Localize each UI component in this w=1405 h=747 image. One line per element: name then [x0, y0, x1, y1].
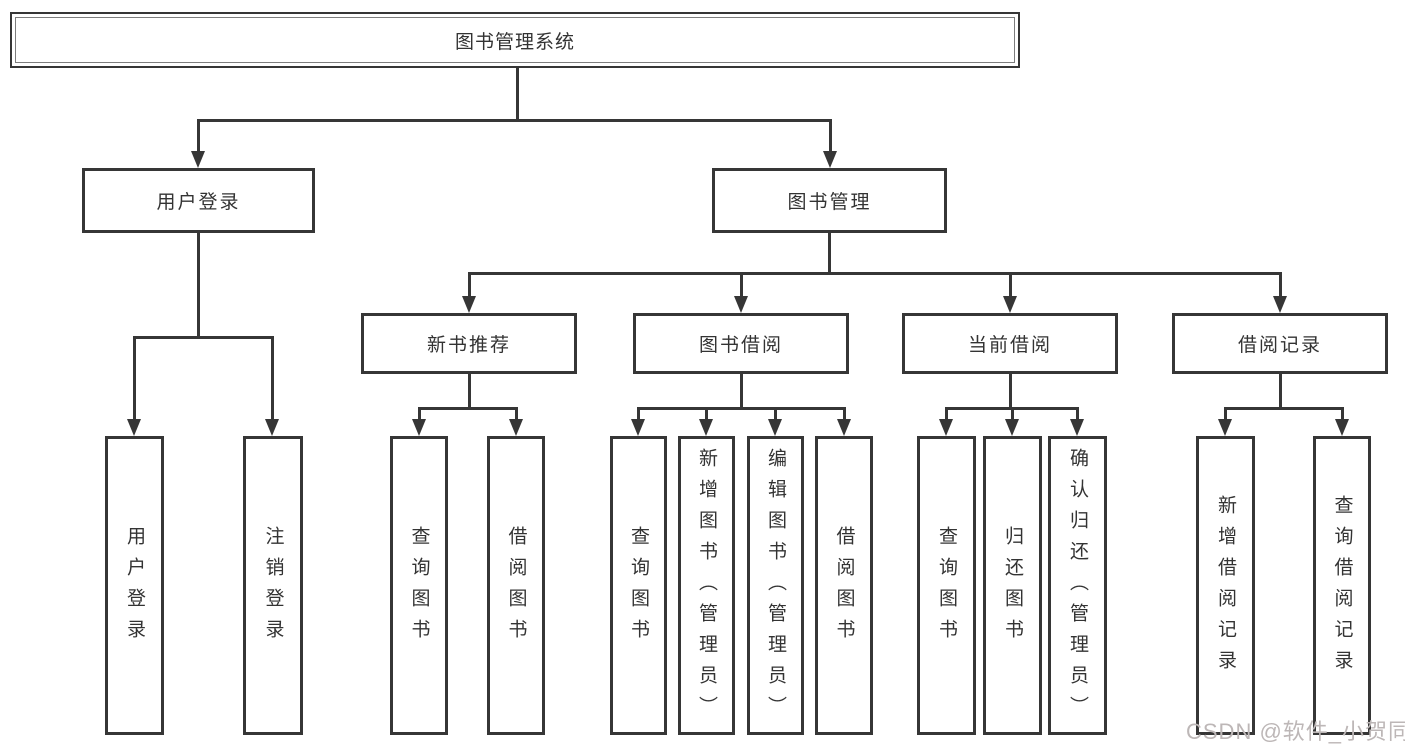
csdn-watermark: CSDN @软件_小贺同学: [1186, 719, 1405, 744]
arrow-down-icon: [631, 419, 645, 436]
node-label: 图书管理系统: [454, 31, 575, 53]
arrow-down-icon: [837, 419, 851, 436]
connector-drop: [1011, 407, 1014, 421]
arrow-down-icon: [1273, 296, 1287, 313]
arrow-down-icon: [1218, 419, 1232, 436]
arrow-down-icon: [823, 151, 837, 168]
connector-root-rail: [197, 119, 831, 122]
arrow-down-icon: [265, 419, 279, 436]
connector-drop: [418, 407, 421, 421]
arrow-down-icon: [734, 296, 748, 313]
connector-drop-leaf-user-login: [133, 336, 136, 420]
node-label: 借阅记录: [1237, 335, 1322, 356]
node-new-book-recommend: 新书推荐: [361, 313, 577, 374]
node-label: 图书借阅: [698, 335, 783, 356]
node-label: 用户登录: [156, 192, 241, 213]
arrow-down-icon: [939, 419, 953, 436]
arrow-down-icon: [191, 151, 205, 168]
connector-root-stem: [516, 68, 519, 121]
leaf-query-book-1: 查询图书: [390, 436, 448, 735]
leaf-return-book: 归还图书: [983, 436, 1042, 735]
leaf-user-login: 用户登录: [105, 436, 164, 735]
arrow-down-icon: [412, 419, 426, 436]
leaf-edit-book-admin: 编辑图书（管理员）: [747, 436, 804, 735]
connector-drop: [774, 407, 777, 421]
connector-drop: [1341, 407, 1344, 421]
node-current-borrow: 当前借阅: [902, 313, 1118, 374]
connector-book-mgmt-stem: [828, 233, 831, 273]
node-user-login-branch: 用户登录: [82, 168, 315, 233]
node-label: 当前借阅: [967, 335, 1052, 356]
connector-drop: [843, 407, 846, 421]
arrow-down-icon: [462, 296, 476, 313]
node-borrow-records: 借阅记录: [1172, 313, 1388, 374]
connector-book-mgmt-rail: [468, 272, 1281, 275]
connector-book-borrow-rail: [637, 407, 845, 410]
leaf-query-book-3: 查询图书: [917, 436, 976, 735]
connector-current-borrow-stem: [1009, 374, 1012, 408]
leaf-query-borrow-record: 查询借阅记录: [1313, 436, 1371, 735]
connector-drop-current-borrow: [1009, 272, 1012, 298]
connector-drop: [1076, 407, 1079, 421]
connector-drop: [705, 407, 708, 421]
connector-drop-user-login: [197, 119, 200, 153]
connector-borrow-records-stem: [1279, 374, 1282, 408]
connector-drop-book-borrow: [740, 272, 743, 298]
leaf-add-borrow-record: 新增借阅记录: [1196, 436, 1255, 735]
connector-drop: [637, 407, 640, 421]
leaf-logout: 注销登录: [243, 436, 303, 735]
node-label: 图书管理: [787, 192, 872, 213]
connector-drop-book-mgmt: [829, 119, 832, 153]
connector-drop: [515, 407, 518, 421]
connector-borrow-records-rail: [1224, 407, 1343, 410]
leaf-add-book-admin: 新增图书（管理员）: [678, 436, 735, 735]
leaf-confirm-return-admin: 确认归还（管理员）: [1048, 436, 1107, 735]
connector-drop-borrow-records: [1279, 272, 1282, 298]
connector-user-login-rail: [133, 336, 274, 339]
connector-user-login-stem: [197, 233, 200, 337]
arrow-down-icon: [1070, 419, 1084, 436]
node-label: 新书推荐: [426, 335, 511, 356]
connector-drop-new-book-rec: [468, 272, 471, 298]
connector-drop: [1224, 407, 1227, 421]
leaf-borrow-book-2: 借阅图书: [815, 436, 873, 735]
node-book-management-branch: 图书管理: [712, 168, 947, 233]
arrow-down-icon: [768, 419, 782, 436]
connector-book-borrow-stem: [740, 374, 743, 408]
arrow-down-icon: [509, 419, 523, 436]
arrow-down-icon: [1335, 419, 1349, 436]
node-root-book-management-system: 图书管理系统: [10, 12, 1020, 68]
leaf-query-book-2: 查询图书: [610, 436, 667, 735]
connector-new-book-rec-rail: [418, 407, 518, 410]
arrow-down-icon: [127, 419, 141, 436]
connector-new-book-rec-stem: [468, 374, 471, 408]
connector-drop-leaf-logout: [271, 336, 274, 420]
arrow-down-icon: [1005, 419, 1019, 436]
node-book-borrow: 图书借阅: [633, 313, 849, 374]
arrow-down-icon: [1003, 296, 1017, 313]
arrow-down-icon: [699, 419, 713, 436]
leaf-borrow-book-1: 借阅图书: [487, 436, 545, 735]
connector-drop: [945, 407, 948, 421]
